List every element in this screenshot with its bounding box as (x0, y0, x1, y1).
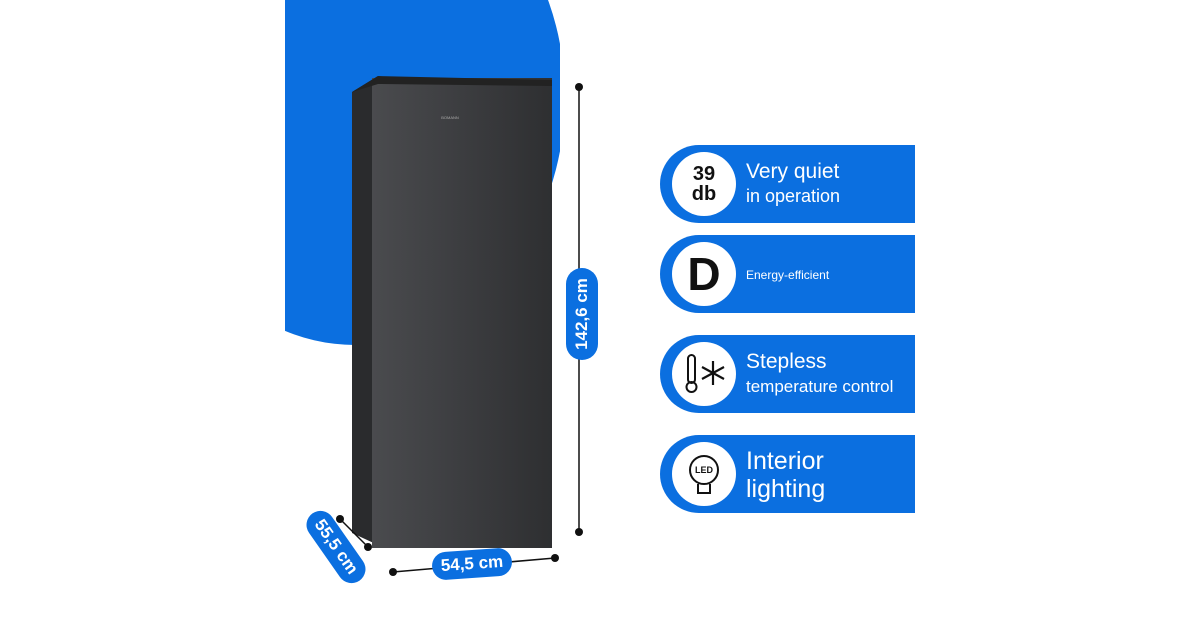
feature-title: Very quiet (746, 160, 840, 183)
feature-title: Stepless (746, 350, 827, 373)
feature-title: Energy-efficient (746, 268, 830, 282)
thermometer-snowflake-icon (672, 342, 736, 406)
feature-temperature: Stepless temperature control (660, 335, 915, 413)
width-label: 54,5 cm (431, 547, 513, 581)
depth-line (339, 518, 369, 548)
led-bulb-icon: LED (672, 442, 736, 506)
fridge-side (352, 76, 378, 545)
energy-class-icon: D (672, 242, 736, 306)
feature-subtitle: lighting (746, 475, 826, 503)
fridge-door (372, 78, 552, 548)
feature-title: Interior (746, 447, 824, 475)
svg-text:BOMANN: BOMANN (441, 115, 459, 120)
feature-energy: D Energy-efficient (660, 235, 915, 313)
height-label: 142,6 cm (566, 268, 598, 360)
feature-subtitle: in operation (746, 186, 841, 206)
feature-subtitle: temperature control (746, 377, 894, 396)
